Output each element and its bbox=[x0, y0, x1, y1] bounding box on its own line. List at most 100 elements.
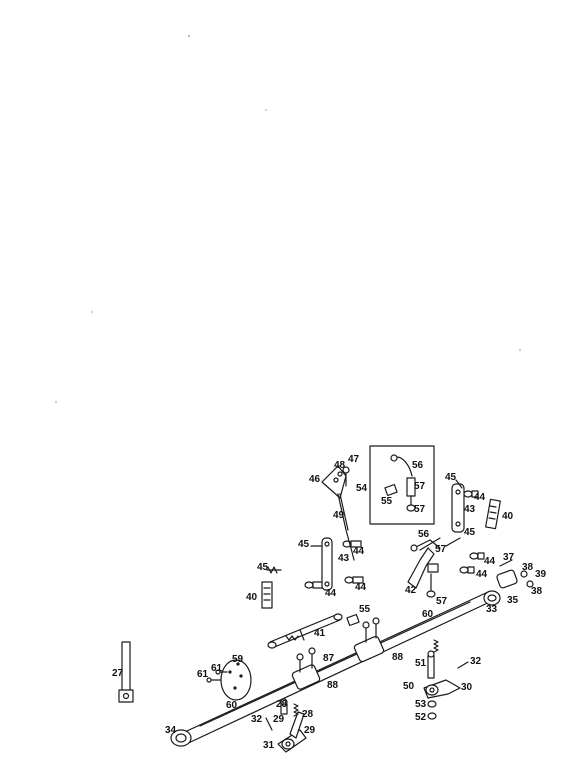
connecting-link bbox=[267, 613, 343, 649]
label-50: 50 bbox=[403, 681, 415, 692]
label-38-lower: 38 bbox=[531, 586, 543, 597]
label-38-upper: 38 bbox=[522, 562, 534, 573]
lower-right-washer bbox=[427, 700, 437, 708]
bolt-right-b bbox=[459, 566, 475, 574]
label-29-left: 29 bbox=[273, 714, 285, 725]
label-57-inset-top: 57 bbox=[414, 481, 426, 492]
vertical-lever bbox=[118, 641, 134, 703]
right-bracket bbox=[485, 498, 501, 530]
label-29-right: 29 bbox=[304, 725, 316, 736]
label-57-mid: 57 bbox=[435, 544, 447, 555]
operating-rod bbox=[337, 493, 355, 561]
lower-lever-pin bbox=[265, 717, 273, 731]
link-clevis bbox=[346, 613, 360, 627]
lower-right-nut bbox=[427, 712, 437, 720]
bolt-upper-right bbox=[463, 490, 479, 498]
bolt-lower-left bbox=[304, 581, 324, 589]
detail-inset-box bbox=[369, 445, 435, 525]
lower-right-lever bbox=[423, 679, 461, 699]
lower-right-bolt bbox=[427, 650, 435, 679]
label-60-upper: 60 bbox=[422, 609, 434, 620]
shaft-bushing-left bbox=[170, 729, 192, 747]
label-35: 35 bbox=[507, 595, 519, 606]
label-30: 30 bbox=[461, 682, 473, 693]
label-42: 42 bbox=[405, 585, 417, 596]
label-60-lower: 60 bbox=[226, 700, 238, 711]
plate-screw-upper bbox=[215, 669, 228, 675]
label-44-mid: 44 bbox=[353, 546, 365, 557]
label-33: 33 bbox=[486, 604, 498, 615]
label-32-right: 32 bbox=[470, 656, 482, 667]
label-87: 87 bbox=[323, 653, 335, 664]
label-51: 51 bbox=[415, 658, 427, 669]
label-43-left: 43 bbox=[338, 553, 350, 564]
pin-45-lower bbox=[445, 537, 461, 547]
bellcrank-washer bbox=[337, 471, 343, 477]
vertical-link-left bbox=[321, 537, 333, 591]
left-bracket-pin bbox=[266, 566, 282, 574]
label-32-left: 32 bbox=[251, 714, 263, 725]
shaft-lever-right bbox=[353, 617, 385, 663]
lower-right-spring bbox=[433, 639, 439, 653]
label-44-lower-left: 44 bbox=[325, 588, 337, 599]
shaft-bushing-right bbox=[483, 590, 501, 606]
label-40-left: 40 bbox=[246, 592, 258, 603]
label-53: 53 bbox=[415, 699, 427, 710]
label-44-mid-lower: 44 bbox=[355, 582, 367, 593]
label-88-right: 88 bbox=[392, 652, 404, 663]
vertical-link-right bbox=[451, 483, 465, 533]
label-57-inset-bottom: 57 bbox=[414, 504, 426, 515]
label-44-right-b: 44 bbox=[476, 569, 488, 580]
bolt-mid-right bbox=[344, 576, 364, 584]
label-61-lower: 61 bbox=[197, 669, 209, 680]
label-59: 59 bbox=[232, 654, 244, 665]
label-41: 41 bbox=[314, 628, 326, 639]
label-52: 52 bbox=[415, 712, 427, 723]
label-48: 48 bbox=[334, 460, 346, 471]
left-bracket bbox=[261, 581, 273, 609]
label-57-lower: 57 bbox=[436, 596, 448, 607]
label-45-mid: 45 bbox=[298, 539, 310, 550]
lower-lever-spring bbox=[293, 703, 299, 717]
label-27: 27 bbox=[112, 668, 124, 679]
label-39: 39 bbox=[535, 569, 547, 580]
label-40-right: 40 bbox=[502, 511, 514, 522]
bellcrank-bolt bbox=[342, 466, 350, 487]
right-bellcrank bbox=[407, 539, 441, 598]
cover-plate bbox=[220, 659, 252, 701]
label-88-left: 88 bbox=[327, 680, 339, 691]
lower-lever-assembly bbox=[277, 711, 307, 753]
end-washer bbox=[520, 570, 528, 578]
bolt-right-a bbox=[469, 552, 485, 560]
label-31: 31 bbox=[263, 740, 275, 751]
label-44-right-a: 44 bbox=[484, 556, 496, 567]
label-55-inset: 55 bbox=[381, 496, 393, 507]
label-44-top-right: 44 bbox=[474, 492, 486, 503]
label-45-right: 45 bbox=[464, 527, 476, 538]
label-55-shaft: 55 bbox=[359, 604, 371, 615]
end-coupling bbox=[496, 569, 518, 589]
callout-labels: 27 34 60 60 59 61 61 87 88 88 28 28 29 2… bbox=[112, 454, 547, 751]
lower-right-pin bbox=[457, 661, 469, 669]
shaft-lever-left bbox=[291, 647, 321, 690]
label-56-inset: 56 bbox=[412, 460, 424, 471]
label-43-right: 43 bbox=[464, 504, 476, 515]
label-46: 46 bbox=[309, 474, 321, 485]
label-49: 49 bbox=[333, 510, 345, 521]
label-61-upper: 61 bbox=[211, 663, 223, 674]
label-45-top: 45 bbox=[445, 472, 457, 483]
label-54: 54 bbox=[356, 483, 368, 494]
label-56-lower: 56 bbox=[418, 529, 430, 540]
label-47: 47 bbox=[348, 454, 360, 465]
label-28-right-pin: 28 bbox=[302, 709, 314, 720]
pin-45-mid bbox=[419, 537, 441, 551]
label-45-left: 45 bbox=[257, 562, 269, 573]
label-37: 37 bbox=[503, 552, 515, 563]
pin-45-upper bbox=[455, 479, 463, 489]
label-28-left: 28 bbox=[276, 699, 288, 710]
lower-lever-bolt bbox=[280, 698, 288, 715]
end-pin bbox=[499, 559, 513, 567]
end-nut bbox=[526, 580, 534, 588]
label-34: 34 bbox=[165, 725, 177, 736]
